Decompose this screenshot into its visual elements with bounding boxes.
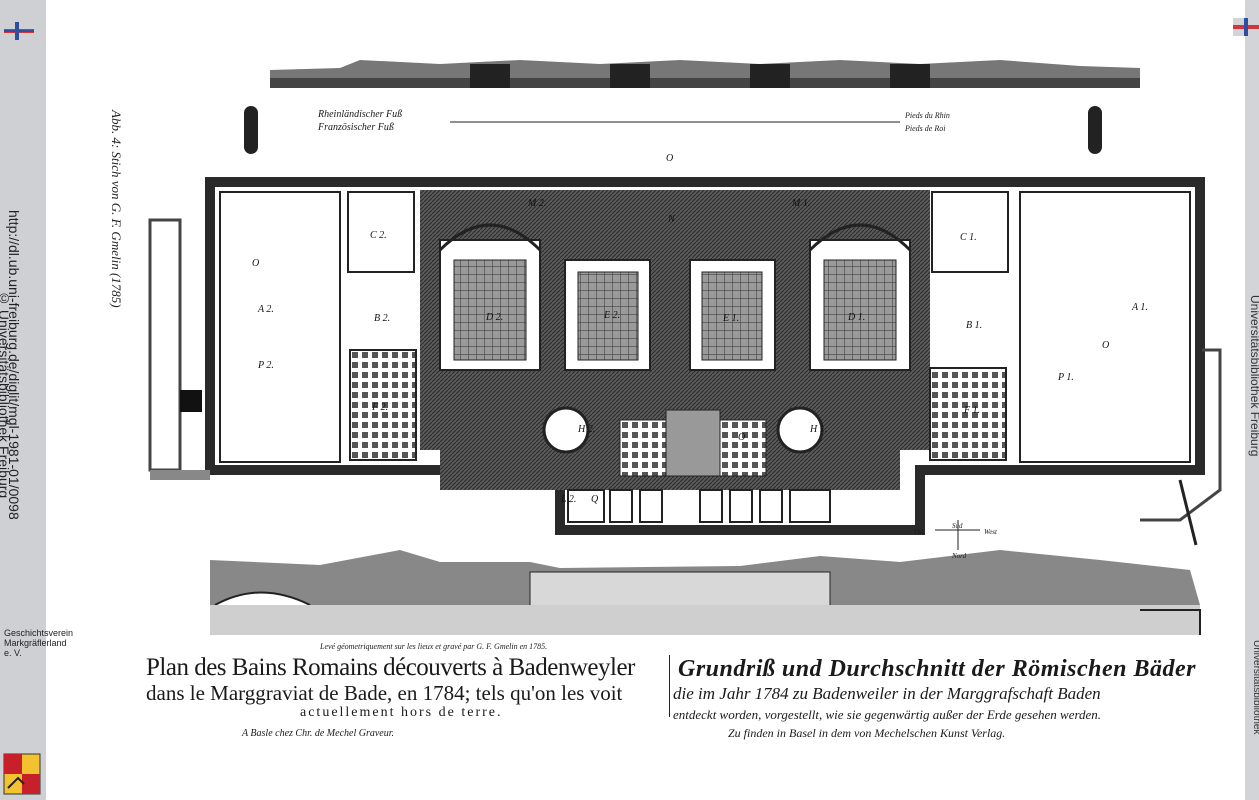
flag-icon — [4, 22, 34, 40]
room-label-l2: L 2. — [561, 494, 577, 505]
room-label-b2: B 2. — [374, 313, 391, 324]
room-label-m2: M 2. — [528, 198, 547, 209]
room-label-e2: E 2. — [604, 310, 621, 321]
bath-floor-plan — [148, 60, 1222, 635]
right-sidebar: Universitätsbibliothek Freiburg Universi… — [1233, 0, 1259, 800]
room-label-o-top: O — [666, 153, 674, 164]
room-label-o-center: O — [738, 432, 746, 443]
room-label-c1: C 1. — [960, 232, 977, 243]
german-title-line2: die im Jahr 1784 zu Badenweiler in der M… — [673, 684, 1101, 703]
library-text-bottom: Universitätsbibliothek — [1251, 640, 1259, 735]
compass-west: West — [984, 528, 997, 536]
room-label-q: Q — [591, 494, 599, 505]
room-label-a2: A 2. — [258, 304, 274, 315]
german-publisher: Zu finden in Basel in dem von Mechelsche… — [728, 726, 1006, 740]
room-label-m1: M 1. — [792, 198, 811, 209]
scale-unit-roi: Pieds de Roi — [905, 124, 946, 133]
library-text: Universitätsbibliothek Freiburg — [1248, 295, 1259, 457]
room-label-f2: F 2. — [372, 402, 389, 413]
room-label-h2: H 2. — [578, 424, 596, 435]
room-label-c2: C 2. — [370, 230, 387, 241]
compass-nord: Nord — [952, 552, 967, 560]
french-title-line3: actuellement hors de terre. — [300, 705, 503, 720]
room-label-n: N — [668, 214, 675, 225]
scale-unit-rhin: Pieds du Rhin — [905, 111, 950, 120]
scale-label-french: Französischer Fuß — [318, 122, 394, 133]
permalink-url[interactable]: http://dl.ub.uni-freiburg.de/diglit/mgl-… — [6, 210, 22, 520]
french-title-line1: Plan des Bains Romains découverts à Bade… — [146, 654, 635, 681]
room-label-o-left: O — [252, 258, 260, 269]
left-sidebar: http://dl.ub.uni-freiburg.de/diglit/mgl-… — [0, 0, 74, 800]
german-title-line1: Grundriß und Durchschnitt der Römischen … — [678, 656, 1196, 682]
society-name: Geschichtsverein Markgräflerland e. V. — [4, 628, 74, 658]
compass-sud: Sud — [952, 522, 963, 530]
german-title-line3: entdeckt worden, vorgestellt, wie sie ge… — [673, 707, 1102, 722]
room-label-e1: E 1. — [723, 313, 740, 324]
room-label-h1: H 1. — [810, 424, 828, 435]
room-label-b1: B 1. — [966, 320, 983, 331]
room-label-o-right: O — [1102, 340, 1110, 351]
french-publisher: A Basle chez Chr. de Mechel Graveur. — [242, 728, 395, 739]
compass-ost: Ost — [914, 528, 924, 536]
title-divider — [669, 655, 670, 717]
engraver-note: Levé géometriquement sur les lieux et gr… — [320, 642, 548, 651]
society-crest-icon — [3, 753, 41, 795]
flag-icon — [1233, 18, 1259, 36]
room-label-d2: D 2. — [486, 312, 504, 323]
room-label-p2: P 2. — [258, 360, 274, 371]
scale-label-rhenish: Rheinländischer Fuß — [318, 109, 403, 120]
figure-caption: Abb. 4: Stich von G. F. Gmelin (1785) — [109, 110, 124, 308]
copyright-text: © Universitätsbibliothek Freiburg — [0, 290, 12, 499]
room-label-f1: F 1. — [964, 405, 981, 416]
room-label-a1: A 1. — [1132, 302, 1148, 313]
room-label-p1: P 1. — [1058, 372, 1074, 383]
french-title-line2: dans le Marggraviat de Bade, en 1784; te… — [146, 681, 623, 705]
room-label-d1: D 1. — [848, 312, 866, 323]
